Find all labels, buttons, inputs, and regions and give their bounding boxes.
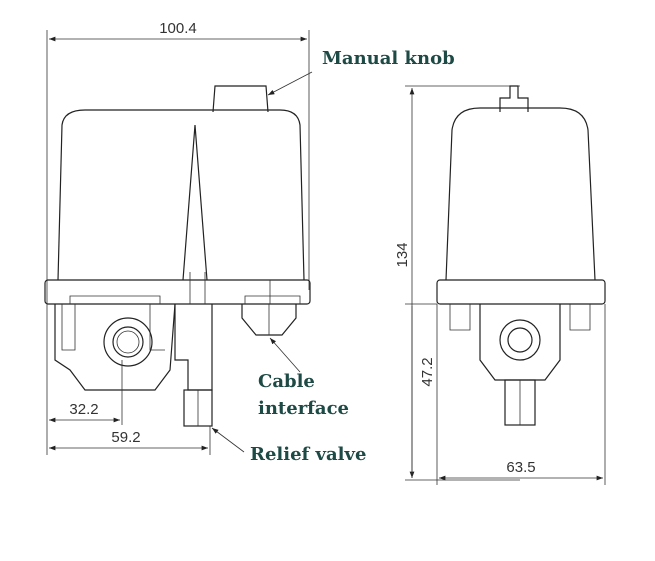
manual-knob-side <box>499 85 529 112</box>
cover <box>57 109 305 281</box>
dimension-height: 134 <box>394 242 411 267</box>
manual-knob <box>212 85 269 113</box>
dimension-port-offset: 32.2 <box>69 401 98 418</box>
dimension-lower-height: 47.2 <box>419 357 436 386</box>
label-cable-interface-2: interface <box>258 398 349 419</box>
front-view: 100.4 32.2 59.2 <box>44 20 311 455</box>
side-view: 134 47.2 63.5 <box>394 85 606 485</box>
dimension-valve-offset: 59.2 <box>111 429 140 446</box>
base-plate <box>44 279 311 305</box>
dimension-width-front: 100.4 <box>159 20 197 37</box>
label-cable-interface-1: Cable <box>258 371 315 392</box>
label-manual-knob: Manual knob <box>322 48 455 69</box>
label-relief-valve: Relief valve <box>250 444 366 465</box>
dimension-width-side: 63.5 <box>506 459 535 476</box>
relief-valve <box>174 304 213 391</box>
